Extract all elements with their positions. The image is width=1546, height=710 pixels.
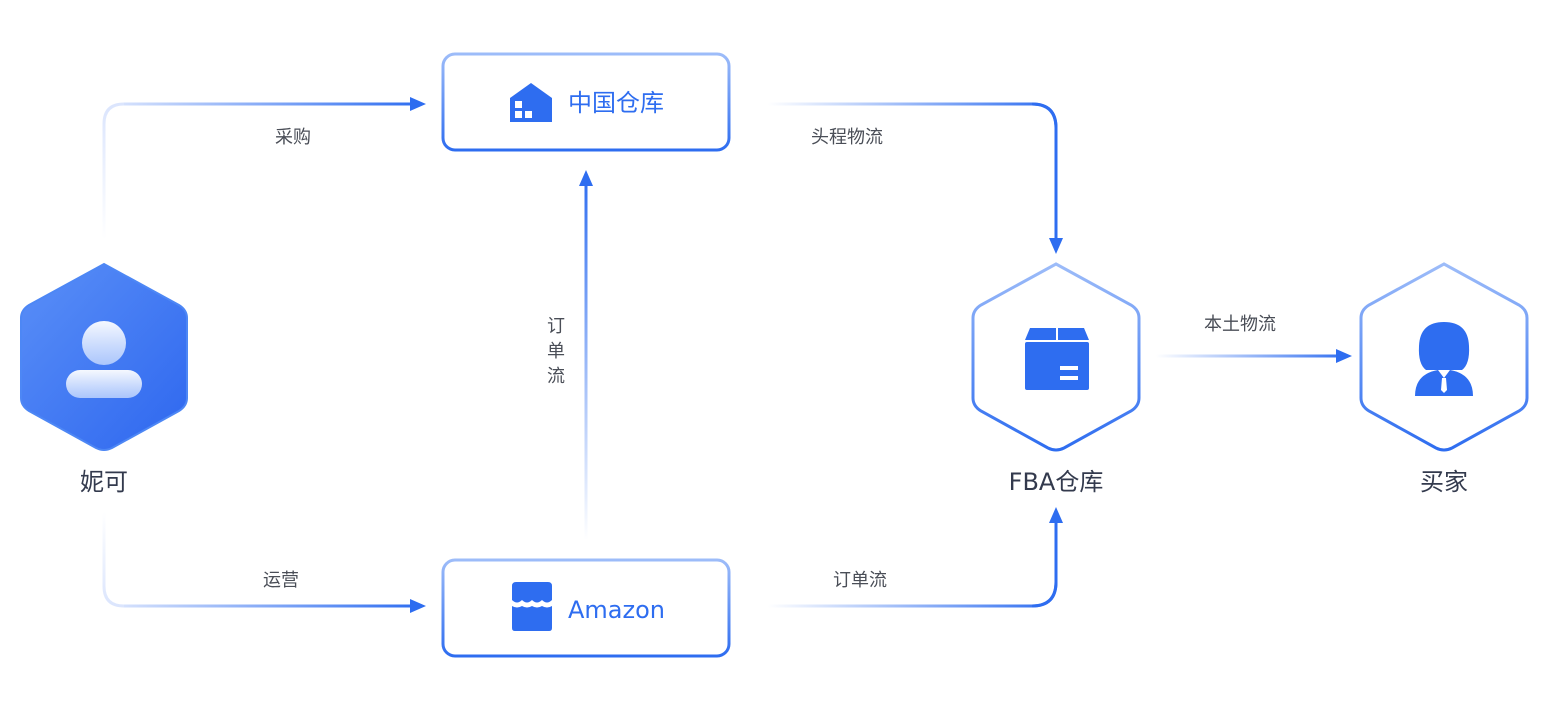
arrow-head: [1049, 238, 1063, 254]
edge-operation: [102, 512, 426, 613]
node-fba-warehouse[interactable]: FBA仓库: [971, 262, 1141, 496]
edge-first-leg: [768, 102, 1063, 254]
edge-order-flow-vertical: [579, 170, 593, 540]
edge-label-purchase: 采购: [275, 127, 311, 148]
node-china-warehouse[interactable]: 中国仓库: [441, 52, 731, 152]
vertical-label-char: 订: [547, 316, 565, 337]
node-label-fba-warehouse: FBA仓库: [1009, 468, 1104, 496]
edge-purchase: [102, 97, 426, 240]
arrow-head: [579, 170, 593, 186]
arrow-head: [1049, 507, 1063, 523]
edge-label-operation: 运营: [263, 570, 299, 591]
store-awning-icon: [512, 582, 552, 631]
node-label-buyer: 买家: [1420, 468, 1468, 496]
edge-label-first-leg: 头程物流: [811, 127, 883, 148]
node-amazon[interactable]: Amazon: [441, 558, 731, 658]
user-icon: [66, 321, 142, 398]
edge-label-order-flow: 订单流: [833, 570, 887, 591]
arrow-head: [1336, 349, 1352, 363]
arrow-head: [410, 97, 426, 111]
edge-label-order-flow-vertical: 订 单 流: [547, 316, 565, 387]
arrow-head: [410, 599, 426, 613]
vertical-label-char: 单: [547, 341, 565, 362]
vertical-label-char: 流: [547, 366, 565, 387]
edge-local-logistics: [1156, 349, 1352, 363]
node-label-china-warehouse: 中国仓库: [568, 89, 664, 117]
node-label-amazon: Amazon: [568, 596, 665, 624]
buyer-person-icon: [1415, 322, 1473, 396]
node-label-nico: 妮可: [80, 468, 128, 496]
warehouse-icon: [510, 83, 552, 122]
edge-label-local-logistics: 本土物流: [1204, 314, 1276, 335]
package-box-icon: [1025, 328, 1089, 390]
node-nico[interactable]: 妮可: [20, 262, 188, 496]
node-buyer[interactable]: 买家: [1359, 262, 1529, 496]
edge-order-flow: [768, 507, 1063, 608]
